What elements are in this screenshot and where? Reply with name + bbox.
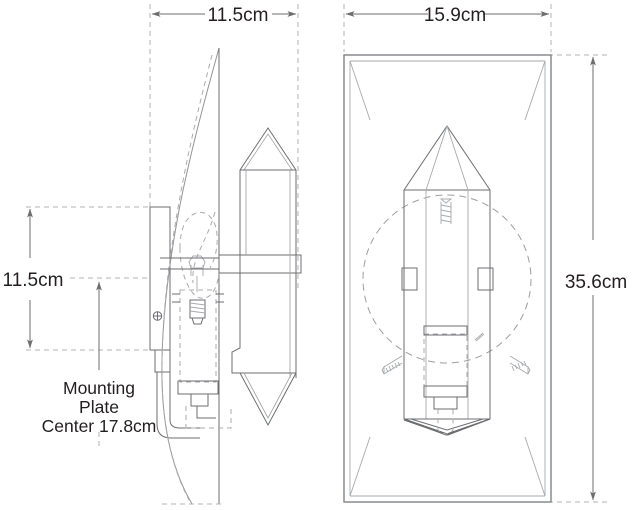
candle-bulb-glass-lower [179,247,220,299]
shade-front-bottom-v-fill [403,418,447,436]
cross-support-arm [218,254,302,274]
dim-label-front-height: 35.6cm [565,272,627,293]
side-elevation-view: 11.5cm 11.5cm Mounting Plate Center 17.8… [3,4,302,505]
curved-glass-shade-outer [161,47,220,505]
outer-frame [343,54,552,503]
shade-front-facet-right [446,125,469,191]
attachment-block-right [477,267,494,291]
pointed-shade-top-outer [239,127,297,171]
support-arm-inner [169,372,200,429]
socket-bracket-hidden [185,406,232,429]
bulb-socket-body [179,289,217,383]
shade-front-facet-left [425,125,448,191]
miter-bottom-right [524,436,546,497]
socket-stem [190,393,209,407]
note-mounting-line1: Mounting [63,378,135,398]
dim-label-side-height: 11.5cm [3,270,64,291]
bulb-screw-base [189,299,206,325]
pointed-shade-top-inner [243,133,293,171]
miter-top-left [349,60,371,121]
dim-label-side-width: 11.5cm [208,5,269,26]
candle-flame-tip [192,211,216,284]
socket-stem-front [433,396,458,410]
miter-top-right [524,60,546,121]
curved-glass-shade-inner [161,54,213,501]
support-arm [156,372,200,439]
plate-lower-tab [154,350,171,373]
socket-body-front [423,333,468,387]
socket-bracket [196,406,216,419]
dim-label-front-width: 15.9cm [424,5,486,26]
bulb-filament-support [188,255,206,269]
note-mounting-line3: Center 17.8cm [42,416,157,436]
mounting-screw-left-front [381,355,403,375]
front-elevation-view: 15.9cm 35.6cm [343,4,627,503]
mounting-screw-right-front [509,355,531,375]
wire-leader [474,332,485,342]
mounting-screw-icon [152,311,163,321]
note-mounting-line2: Plate [79,397,119,417]
candle-bulb-front [437,409,454,435]
shade-front-bottom-v-inner [410,418,484,431]
pointed-shade-bottom-outer [239,372,297,427]
mounting-plate-circle [362,194,532,364]
wall-mounting-plate [149,206,171,351]
pointed-shade-notch [231,342,241,374]
candle-bulb-glass-upper [179,211,218,269]
socket-collar-front-top [423,325,468,336]
pointed-shade-bottom-inner [243,372,293,419]
miter-bottom-left [349,436,371,497]
pointed-shade-side [231,127,297,427]
socket-collar [177,380,219,395]
mounting-screw-top-front [439,198,453,224]
attachment-block-left [401,267,418,291]
